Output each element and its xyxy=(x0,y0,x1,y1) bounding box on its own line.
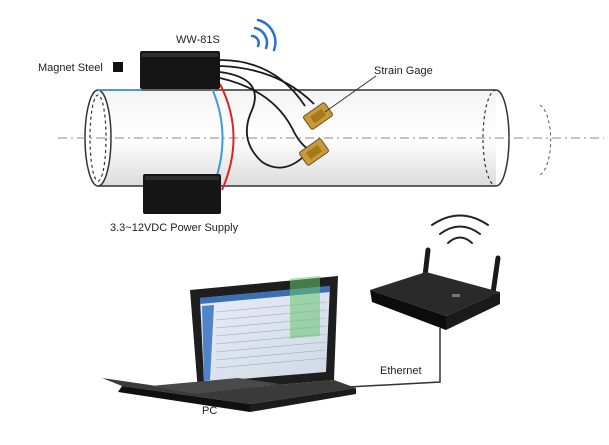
device-label: WW-81S xyxy=(176,34,220,46)
laptop-pc xyxy=(102,276,356,412)
power-supply-label: 3.3~12VDC Power Supply xyxy=(110,222,239,234)
strain-gage-bottom xyxy=(299,138,329,166)
black-square-icon xyxy=(113,62,123,72)
router xyxy=(370,214,501,330)
strain-gage-top xyxy=(303,102,333,130)
pipe-direction-arc xyxy=(539,104,552,176)
positive-wire xyxy=(219,83,235,191)
ethernet-cable xyxy=(329,328,441,389)
laptop-base xyxy=(102,378,356,404)
strain-gage-leader xyxy=(324,75,377,113)
ethernet-label: Ethernet xyxy=(380,365,422,377)
pipe xyxy=(58,89,604,187)
strain-gage-label: Strain Gage xyxy=(374,65,433,77)
wifi-signal-icon xyxy=(250,18,277,52)
pc-label: PC xyxy=(202,405,217,417)
ww81s-device xyxy=(98,51,220,91)
gage-cables xyxy=(219,59,315,169)
router-signal-icon xyxy=(431,214,489,244)
magnet-label: Magnet Steel xyxy=(38,62,103,74)
power-supply-magnet xyxy=(143,174,221,214)
